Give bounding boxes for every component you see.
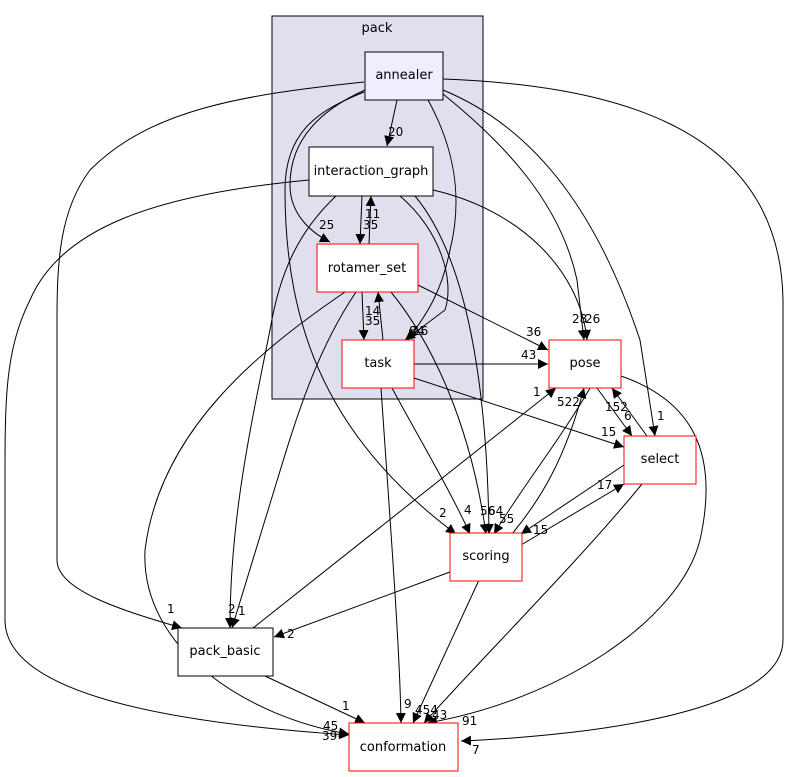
edge-label: 45 (323, 719, 338, 733)
edge-label: 43 (432, 708, 447, 722)
edge-label: 35 (363, 218, 378, 232)
svg-text:conformation: conformation (360, 740, 447, 755)
svg-text:interaction_graph: interaction_graph (314, 164, 429, 179)
node-scoring[interactable]: scoring (449, 532, 523, 582)
edge-rotamer-set-pack-basic (230, 291, 357, 629)
edge-label: 64 (488, 504, 503, 518)
node-rotamer-set[interactable]: rotamer_set (316, 243, 419, 293)
edge-label: 6 (624, 409, 632, 423)
edge-ig-conformation (4, 179, 350, 740)
edge-scoring-pack-basic (273, 571, 451, 639)
edge-pack-basic-conformation (264, 675, 366, 724)
edge-label: 454 (415, 703, 438, 717)
edge-annealer-interaction-graph (384, 99, 398, 147)
edge-ig-pack-basic (225, 195, 337, 629)
edge-scoring-conformation (412, 579, 480, 724)
node-select[interactable]: select (623, 435, 697, 485)
node-task[interactable]: task (341, 339, 415, 389)
edge-pose-conformation (426, 375, 707, 727)
svg-text:scoring: scoring (462, 549, 509, 564)
node-pack-basic[interactable]: pack_basic (177, 627, 274, 677)
edge-pose-select (596, 387, 633, 437)
edge-label: 2 (439, 506, 447, 520)
edge-label: 16 (413, 324, 428, 338)
edge-label: 4 (417, 324, 425, 338)
edge-task-rotamer-set (374, 291, 385, 341)
edge-ig-task (399, 195, 449, 341)
edge-label: 20 (388, 125, 403, 139)
edge-label: 1 (167, 602, 175, 616)
svg-text:task: task (364, 356, 392, 371)
edge-annealer-rotamer-set (289, 89, 366, 243)
edge-label: 11 (365, 207, 380, 221)
edge-label: 17 (597, 478, 612, 492)
edge-label: 91 (462, 714, 477, 728)
edge-label: 8 (409, 324, 417, 338)
edge-annealer-select (442, 89, 659, 437)
edge-label: 56 (480, 504, 495, 518)
edge-label: 43 (521, 348, 536, 362)
edge-select-scoring (520, 464, 625, 535)
edge-rotamer-set-ig (365, 195, 376, 245)
svg-text:pose: pose (570, 356, 601, 371)
edge-label: 15 (601, 425, 616, 439)
edge-annealer-conformation (442, 78, 784, 746)
edge-label: 25 (319, 218, 334, 232)
edge-rotamer-set-task (358, 291, 369, 341)
node-pose[interactable]: pose (548, 339, 622, 389)
edge-label: 1 (342, 699, 350, 713)
edge-label: 35 (365, 314, 380, 328)
edge-ig-rotamer-set (355, 195, 366, 245)
edge-label: 39 (322, 729, 337, 743)
edge-label: 2 (228, 602, 236, 616)
edge-select-conformation (423, 483, 643, 724)
edge-select-pose (611, 387, 648, 437)
edge-label: 2 (287, 627, 295, 641)
edge-label: 26 (585, 312, 600, 326)
edge-label: 1 (657, 409, 665, 423)
edge-rotamer-set-pose (417, 284, 549, 351)
edge-scoring-select (520, 483, 625, 546)
edge-label: 7 (472, 743, 480, 757)
edge-label: 55 (499, 512, 514, 526)
node-interaction-graph[interactable]: interaction_graph (308, 146, 434, 197)
edge-label: 9 (404, 697, 412, 711)
edge-scoring-pose (511, 387, 587, 535)
edge-task-conformation (380, 387, 406, 724)
edge-label: 1 (533, 385, 541, 399)
svg-text:pack_basic: pack_basic (189, 644, 260, 659)
edge-label: 36 (526, 325, 541, 339)
svg-text:select: select (641, 452, 680, 467)
svg-text:annealer: annealer (375, 68, 433, 83)
svg-text:rotamer_set: rotamer_set (328, 261, 406, 276)
edge-label: 1 (238, 604, 246, 618)
edge-annealer-pack-basic (56, 81, 365, 631)
node-conformation[interactable]: conformation (348, 722, 459, 772)
edge-label: 14 (365, 304, 380, 318)
edge-rotamer-set-conformation (144, 291, 350, 738)
edge-label: 522 (557, 395, 580, 409)
edge-ig-scoring (414, 195, 494, 535)
edge-label: 152 (605, 400, 628, 414)
cluster-label: pack (362, 21, 393, 36)
edge-ig-pose (432, 189, 591, 341)
edge-label: 4 (464, 503, 472, 517)
edge-rotamer-set-scoring (390, 291, 490, 535)
edge-pack-basic-pose (252, 387, 557, 629)
node-annealer[interactable]: annealer (364, 51, 444, 101)
edge-label: 28 (572, 312, 587, 326)
edge-annealer-pose (442, 93, 588, 341)
edge-task-scoring (391, 387, 471, 535)
edge-annealer-task (407, 99, 457, 341)
edge-annealer-scoring (284, 91, 457, 535)
edge-label: 15 (533, 523, 548, 537)
edge-task-select (413, 377, 625, 449)
